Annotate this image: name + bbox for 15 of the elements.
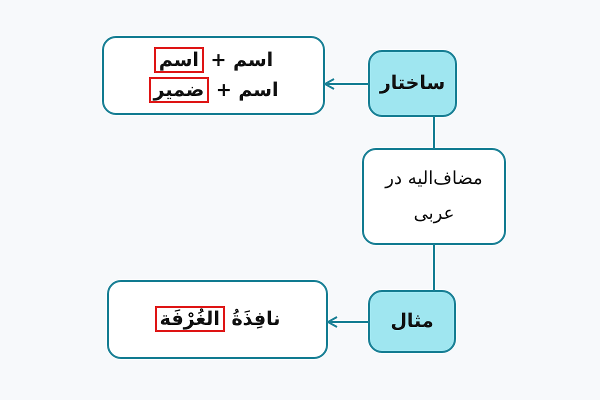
topic-box	[362, 148, 506, 245]
label-text: ساختار	[380, 70, 446, 96]
connector-line	[433, 117, 435, 148]
formula-text: اسم + اسم	[154, 46, 274, 76]
arrow	[324, 78, 368, 90]
formula-text: نافِذَةُ الغُرْفَة	[154, 304, 280, 334]
connector-line	[433, 245, 435, 290]
category-box	[368, 50, 457, 117]
formula-text: اسم + ضمیر	[148, 76, 278, 105]
content-box	[102, 36, 325, 115]
category-box	[368, 290, 456, 353]
content-box	[107, 280, 328, 359]
arrow	[327, 316, 368, 328]
label-text: مثال	[390, 308, 434, 334]
label-text: مضاف‌الیه در عربی	[384, 167, 484, 226]
